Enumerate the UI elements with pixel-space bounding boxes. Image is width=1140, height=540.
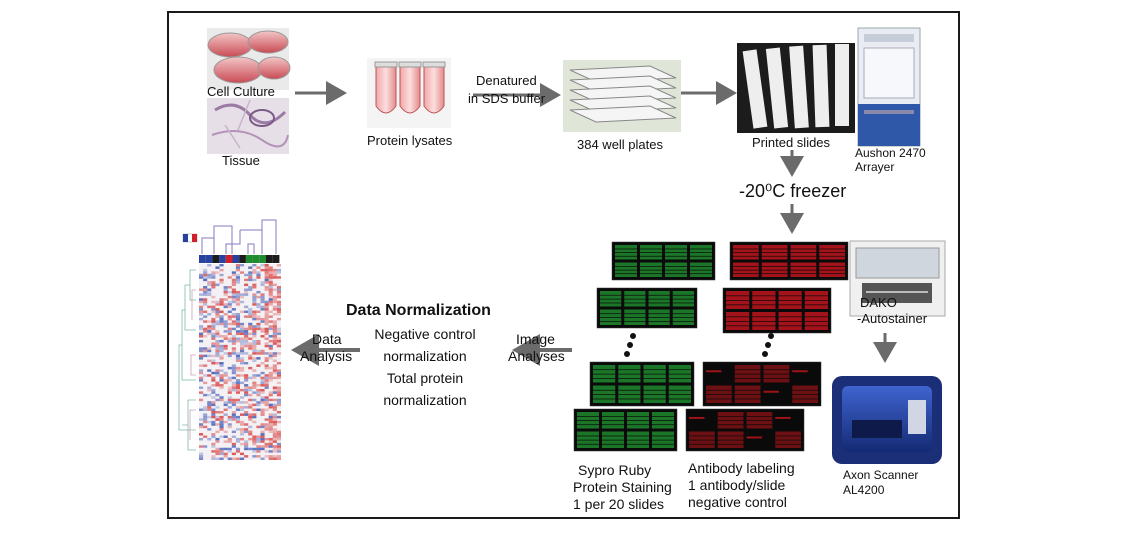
tissue-image	[207, 98, 289, 154]
al4200-label: AL4200	[843, 483, 885, 497]
well-plates-label: 384 well plates	[577, 137, 663, 152]
protein-lysates-label: Protein lysates	[367, 133, 453, 148]
protein-staining-label: Protein Staining	[573, 479, 672, 495]
dako-label: DAKO	[860, 295, 897, 310]
heatmap-class-bar	[199, 255, 280, 263]
printed-slides-image	[737, 43, 855, 133]
normalization-line-2: normalization	[383, 392, 467, 408]
arrayer-label: Arrayer	[855, 160, 895, 174]
data-normalization-title: Data Normalization	[346, 302, 491, 319]
antibody-per-slide-label: 1 antibody/slide	[688, 477, 786, 493]
image-label: Image	[516, 331, 555, 347]
analysis-label: Analysis	[300, 348, 353, 364]
sypro-ruby-label: Sypro Ruby	[578, 462, 652, 478]
autostainer-label: -Autostainer	[857, 311, 928, 326]
aushon-label: Aushon 2470	[855, 146, 926, 160]
axon-scanner-image	[832, 376, 942, 464]
tissue-label: Tissue	[222, 153, 260, 168]
green-array-spots	[577, 245, 712, 448]
per-20-slides-label: 1 per 20 slides	[573, 496, 665, 512]
denatured-label: Denatured	[476, 73, 537, 88]
aushon-arrayer-image	[857, 27, 921, 147]
cell-culture-label: Cell Culture	[207, 84, 275, 99]
total-protein-line: Total protein	[386, 370, 464, 386]
neg-control-line: Negative control	[374, 326, 476, 342]
protein-lysate-tubes	[367, 58, 451, 128]
dako-autostainer-image	[849, 240, 946, 317]
heatmap-row-dendrogram	[178, 269, 196, 451]
sds-buffer-label: in SDS buffer	[468, 91, 546, 106]
red-array-spots	[689, 245, 845, 448]
analyses-label: Analyses	[508, 348, 565, 364]
cell-culture-image	[207, 28, 291, 90]
continuation-dots	[624, 333, 774, 357]
negative-control-label: negative control	[688, 494, 787, 510]
normalization-line-1: normalization	[383, 348, 467, 364]
well-plates-stack	[563, 60, 681, 132]
freezer-label: -20⁰C freezer	[739, 181, 847, 201]
heatmap-cells	[199, 264, 281, 460]
heatmap-dendrogram	[182, 219, 277, 254]
data-label: Data	[312, 331, 342, 347]
antibody-labeling-label: Antibody labeling	[688, 460, 795, 476]
printed-slides-label: Printed slides	[752, 135, 831, 150]
axon-scanner-label: Axon Scanner	[843, 468, 919, 482]
